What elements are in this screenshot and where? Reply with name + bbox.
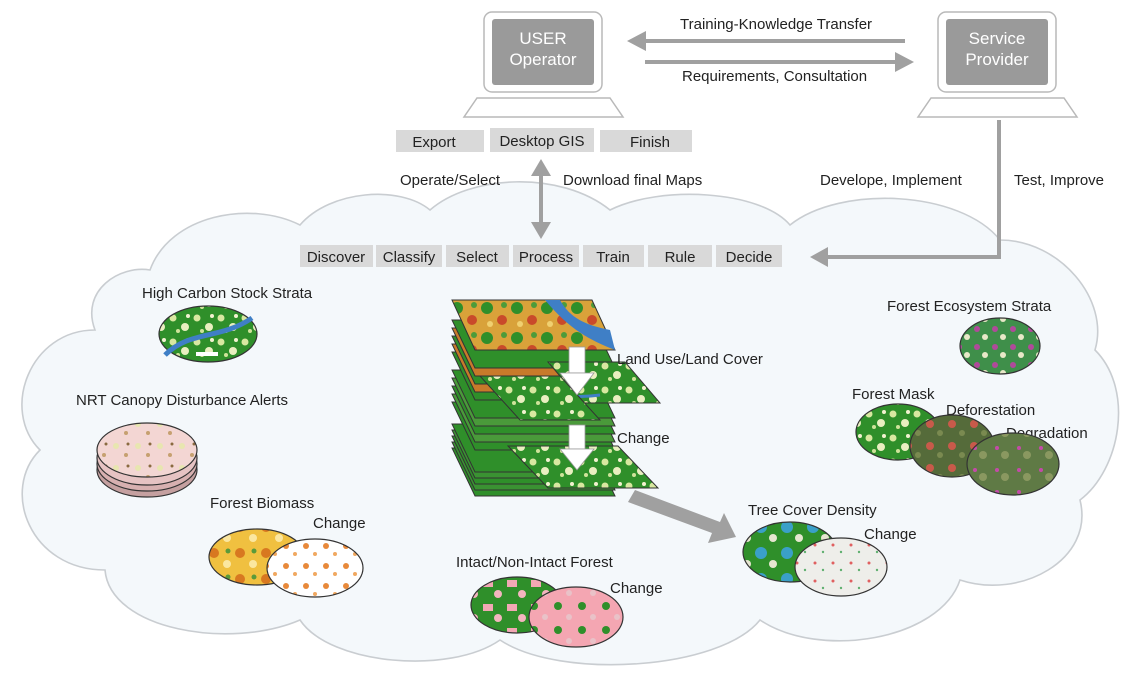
user-operator-label: USER: [519, 29, 566, 48]
central-map-stack-icon: [451, 299, 662, 497]
service-provider-terminal[interactable]: Service Provider: [916, 11, 1079, 118]
train-button-label: Train: [596, 249, 630, 266]
intact-label: Intact/Non-Intact Forest: [456, 554, 614, 571]
train-button[interactable]: Train: [583, 245, 644, 267]
operate-download-arrow: [531, 159, 551, 239]
hcs-map-disc-icon[interactable]: [158, 305, 258, 363]
discover-button[interactable]: Discover: [300, 245, 373, 267]
download-label: Download final Maps: [563, 172, 702, 189]
discover-button-label: Discover: [307, 249, 365, 266]
select-button-label: Select: [456, 249, 499, 266]
biomass-change-label: Change: [313, 515, 366, 532]
mask-label: Forest Mask: [852, 386, 935, 403]
nrt-label: NRT Canopy Disturbance Alerts: [76, 392, 288, 409]
classify-button[interactable]: Classify: [376, 245, 442, 267]
nrt-map-stack-icon[interactable]: [96, 422, 198, 498]
process-button[interactable]: Process: [513, 245, 579, 267]
rule-button-label: Rule: [665, 249, 696, 266]
develop-arrow: [810, 120, 1001, 267]
decide-button[interactable]: Decide: [716, 245, 782, 267]
finish-button[interactable]: Finish: [600, 130, 692, 152]
export-button-label: Export: [412, 134, 456, 151]
monitor-icon: [916, 11, 1079, 118]
test-label: Test, Improve: [1014, 172, 1104, 189]
intact-change-label: Change: [610, 580, 663, 597]
fes-label: Forest Ecosystem Strata: [887, 298, 1052, 315]
biomass-map-disc-icon[interactable]: [208, 528, 364, 598]
biomass-label: Forest Biomass: [210, 495, 314, 512]
tcd-map-disc-icon[interactable]: [742, 521, 888, 597]
decide-button-label: Decide: [726, 249, 773, 266]
tcd-arrow: [628, 490, 736, 543]
tcd-label: Tree Cover Density: [748, 502, 877, 519]
transfer-arrow: [627, 31, 905, 51]
process-button-label: Process: [519, 249, 573, 266]
service-provider-sublabel: Provider: [965, 50, 1029, 69]
lulc-label: Land Use/Land Cover: [617, 351, 763, 368]
select-button[interactable]: Select: [446, 245, 509, 267]
degradation-map-disc-icon[interactable]: [966, 432, 1060, 496]
operate-label: Operate/Select: [400, 172, 501, 189]
arrow-icon: [559, 346, 595, 396]
finish-button-label: Finish: [630, 134, 670, 151]
rule-button[interactable]: Rule: [648, 245, 712, 267]
fes-map-disc-icon[interactable]: [959, 317, 1041, 375]
tcd-change-label: Change: [864, 526, 917, 543]
requirements-arrow: [645, 52, 914, 72]
desktop-gis-button[interactable]: Desktop GIS: [490, 128, 594, 152]
requirements-label: Requirements, Consultation: [682, 68, 867, 85]
export-button[interactable]: Export: [396, 130, 484, 152]
arrow-icon: [559, 424, 595, 471]
hcs-label: High Carbon Stock Strata: [142, 285, 313, 302]
classify-button-label: Classify: [383, 249, 436, 266]
intact-map-disc-icon[interactable]: [470, 576, 624, 648]
cloud-menu: Discover Classify Select Process Train R…: [300, 245, 782, 267]
stack-change-label: Change: [617, 430, 670, 447]
desktop-menu: Export Desktop GIS Finish: [396, 128, 692, 152]
user-operator-sublabel: Operator: [509, 50, 576, 69]
transfer-label: Training-Knowledge Transfer: [680, 16, 872, 33]
user-operator-terminal[interactable]: USER Operator: [462, 11, 625, 118]
monitor-icon: [462, 11, 625, 118]
deforestation-label: Deforestation: [946, 402, 1035, 419]
develope-label: Develope, Implement: [820, 172, 963, 189]
desktop-gis-button-label: Desktop GIS: [499, 133, 584, 150]
service-provider-label: Service: [969, 29, 1026, 48]
